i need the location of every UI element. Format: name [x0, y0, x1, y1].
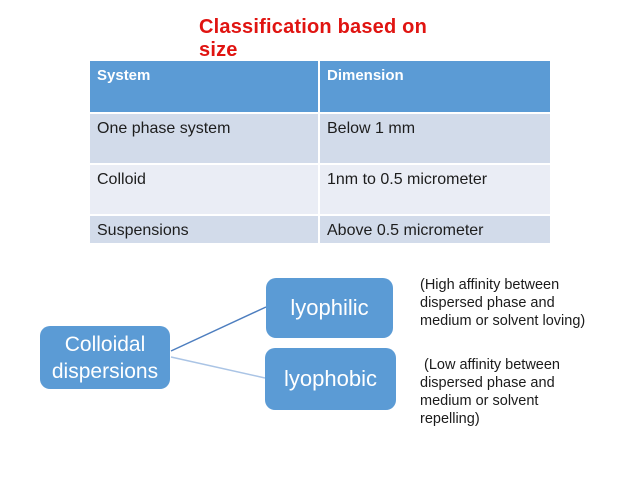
node-lyophobic-label: lyophobic	[284, 366, 377, 391]
table-header-system: System	[90, 61, 318, 112]
table-cell-system-2: Suspensions	[90, 216, 318, 243]
node-root-line-2: dispersions	[51, 359, 159, 383]
note-lyophobic-line-3: medium or solvent	[420, 393, 539, 409]
table-cell-dimension-1: 1nm to 0.5 micrometer	[320, 165, 550, 214]
connector-to-lyophilic	[170, 306, 267, 352]
title-line-1: Classification based on	[199, 16, 427, 38]
node-lyophilic: lyophilic	[266, 278, 393, 338]
table-header-dimension: Dimension	[320, 61, 550, 112]
title-line-2: size	[199, 39, 238, 61]
node-lyophobic: lyophobic	[265, 348, 396, 410]
node-root-line-1: Colloidal	[64, 332, 146, 356]
note-lyophilic-line-3: medium or solvent loving)	[420, 313, 586, 329]
node-lyophilic-label: lyophilic	[290, 295, 369, 320]
note-lyophobic: (Low affinity between dispersed phase an…	[420, 356, 560, 428]
connector-to-lyophobic	[170, 356, 266, 379]
table-cell-dimension-2: Above 0.5 micrometer	[320, 216, 550, 243]
note-lyophobic-line-1: (Low affinity between	[420, 357, 560, 373]
table-cell-dimension-0: Below 1 mm	[320, 114, 550, 163]
note-lyophilic-line-1: (High affinity between	[420, 277, 560, 293]
note-lyophobic-line-4: repelling)	[420, 411, 480, 427]
table-cell-system-1: Colloid	[90, 165, 318, 214]
note-lyophilic-line-2: dispersed phase and	[420, 295, 555, 311]
node-colloidal-dispersions: Colloidal dispersions	[40, 326, 170, 389]
table-cell-system-0: One phase system	[90, 114, 318, 163]
note-lyophobic-line-2: dispersed phase and	[420, 375, 555, 391]
page-title: Classification based on size	[199, 16, 427, 62]
classification-table: System Dimension One phase system Below …	[90, 61, 550, 243]
note-lyophilic: (High affinity between dispersed phase a…	[420, 276, 585, 330]
